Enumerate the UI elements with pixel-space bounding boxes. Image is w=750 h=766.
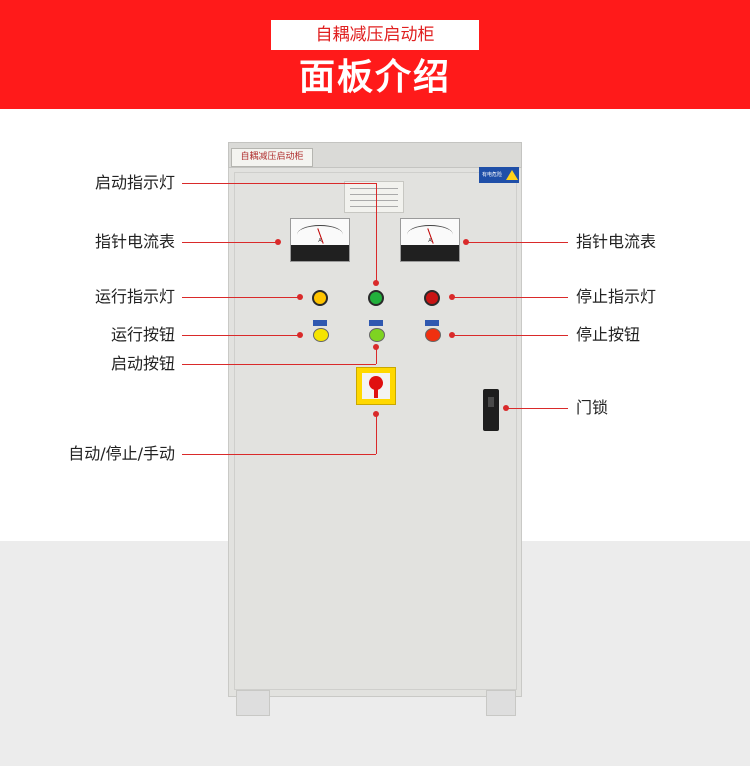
callout-line-ammeter-right <box>466 242 568 243</box>
callout-line-stop-button <box>452 335 568 336</box>
callout-dot-ammeter-left <box>275 239 281 245</box>
warning-triangle-icon <box>506 170 518 180</box>
cabinet-body <box>228 142 522 697</box>
stop-indicator-lamp-icon <box>424 290 440 306</box>
start-indicator-lamp-icon <box>368 290 384 306</box>
header-banner: 自耦减压启动柜 面板介绍 <box>0 0 750 109</box>
label-mode-selector: 自动/停止/手动 <box>68 444 175 463</box>
run-button-label-plate <box>313 320 327 326</box>
ammeter-left-icon: A <box>290 218 350 262</box>
callout-line-run-button <box>182 335 300 336</box>
ammeter-right-icon: A <box>400 218 460 262</box>
callout-line-stop-indicator <box>452 297 568 298</box>
callout-line-mode-selector <box>182 454 376 455</box>
label-door-lock: 门锁 <box>576 398 609 417</box>
callout-dot-run-button <box>297 332 303 338</box>
callout-dot-run-indicator <box>297 294 303 300</box>
label-ammeter-right: 指针电流表 <box>576 232 657 251</box>
run-push-button-icon[interactable] <box>313 328 329 342</box>
cabinet-foot-left <box>236 690 270 716</box>
door-lock-icon[interactable] <box>483 389 499 431</box>
start-push-button-icon[interactable] <box>369 328 385 342</box>
callout-line-start-indicator-drop <box>376 183 377 284</box>
stop-button-label-plate <box>425 320 439 326</box>
callout-dot-start-button <box>373 344 379 350</box>
callout-line-run-indicator <box>182 297 300 298</box>
product-name-tag: 自耦减压启动柜 <box>271 20 479 50</box>
label-ammeter-left: 指针电流表 <box>94 232 175 251</box>
callout-line-start-indicator <box>182 183 376 184</box>
label-start-indicator: 启动指示灯 <box>94 173 175 192</box>
callout-line-mode-selector-rise <box>376 415 377 454</box>
callout-dot-mode-selector <box>373 411 379 417</box>
callout-line-start-button <box>182 364 376 365</box>
callout-line-start-button-rise <box>376 347 377 364</box>
label-stop-indicator: 停止指示灯 <box>576 287 657 306</box>
cabinet-nameplate: 自耦减压启动柜 <box>231 148 313 167</box>
spec-plate <box>344 181 404 213</box>
run-indicator-lamp-icon <box>312 290 328 306</box>
callout-line-door-lock <box>506 408 568 409</box>
cabinet-foot-right <box>486 690 516 716</box>
start-button-label-plate <box>369 320 383 326</box>
callout-dot-start-indicator <box>373 280 379 286</box>
label-run-indicator: 运行指示灯 <box>94 287 175 306</box>
callout-line-ammeter-left <box>182 242 278 243</box>
label-start-button: 启动按钮 <box>110 354 175 373</box>
label-run-button: 运行按钮 <box>110 325 175 344</box>
label-stop-button: 停止按钮 <box>576 325 641 344</box>
cabinet-door <box>234 172 517 690</box>
section-title: 面板介绍 <box>298 57 451 98</box>
mode-selector-switch-icon[interactable] <box>356 367 396 405</box>
stop-push-button-icon[interactable] <box>425 328 441 342</box>
